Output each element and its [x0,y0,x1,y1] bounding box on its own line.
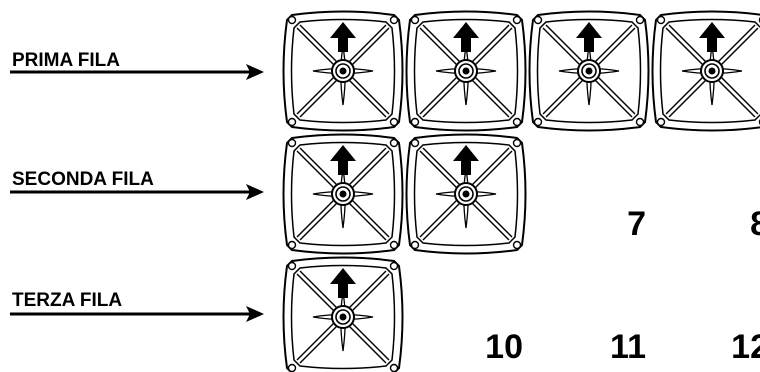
cell-number: 10 [485,328,523,366]
up-arrow-icon [453,22,479,52]
ceiling-tile-icon [651,10,760,132]
tile-cell-7: 7 [627,205,646,243]
right-arrow-icon [10,64,264,80]
up-arrow-icon [699,22,725,52]
row-label-text: PRIMA FILA [12,50,120,71]
cell-number: 7 [627,205,646,243]
ceiling-tile-icon [528,10,650,132]
ceiling-tile-icon [405,10,527,132]
tile-cell-11: 11 [610,328,646,366]
row-label-terza: TERZA FILA [10,290,264,322]
up-arrow-icon [576,22,602,52]
up-arrow-icon [330,268,356,298]
tile-cell-10: 10 [485,328,523,366]
row-label-text: TERZA FILA [12,290,122,311]
up-arrow-icon [330,22,356,52]
row-labels: PRIMA FILA SECONDA FILA TERZA FILA [10,50,264,322]
row-label-seconda: SECONDA FILA [10,169,264,200]
up-arrow-icon [330,145,356,175]
cell-number: 12 [731,328,760,366]
ceiling-tile-icon [282,133,404,255]
up-arrow-icon [453,145,479,175]
right-arrow-icon [10,184,264,200]
right-arrow-icon [10,306,264,322]
cell-number: 11 [610,328,646,366]
tile-cell-12: 12 [731,328,760,366]
row-label-prima: PRIMA FILA [10,50,264,80]
tile-cell-8: 8 [750,205,760,243]
cell-number: 8 [750,205,760,243]
ceiling-tile-icon [405,133,527,255]
ceiling-tile-icon [282,256,404,372]
ceiling-tile-icon [282,10,404,132]
row-label-text: SECONDA FILA [12,169,154,190]
tile-cells: 123456789101112 [282,10,760,372]
